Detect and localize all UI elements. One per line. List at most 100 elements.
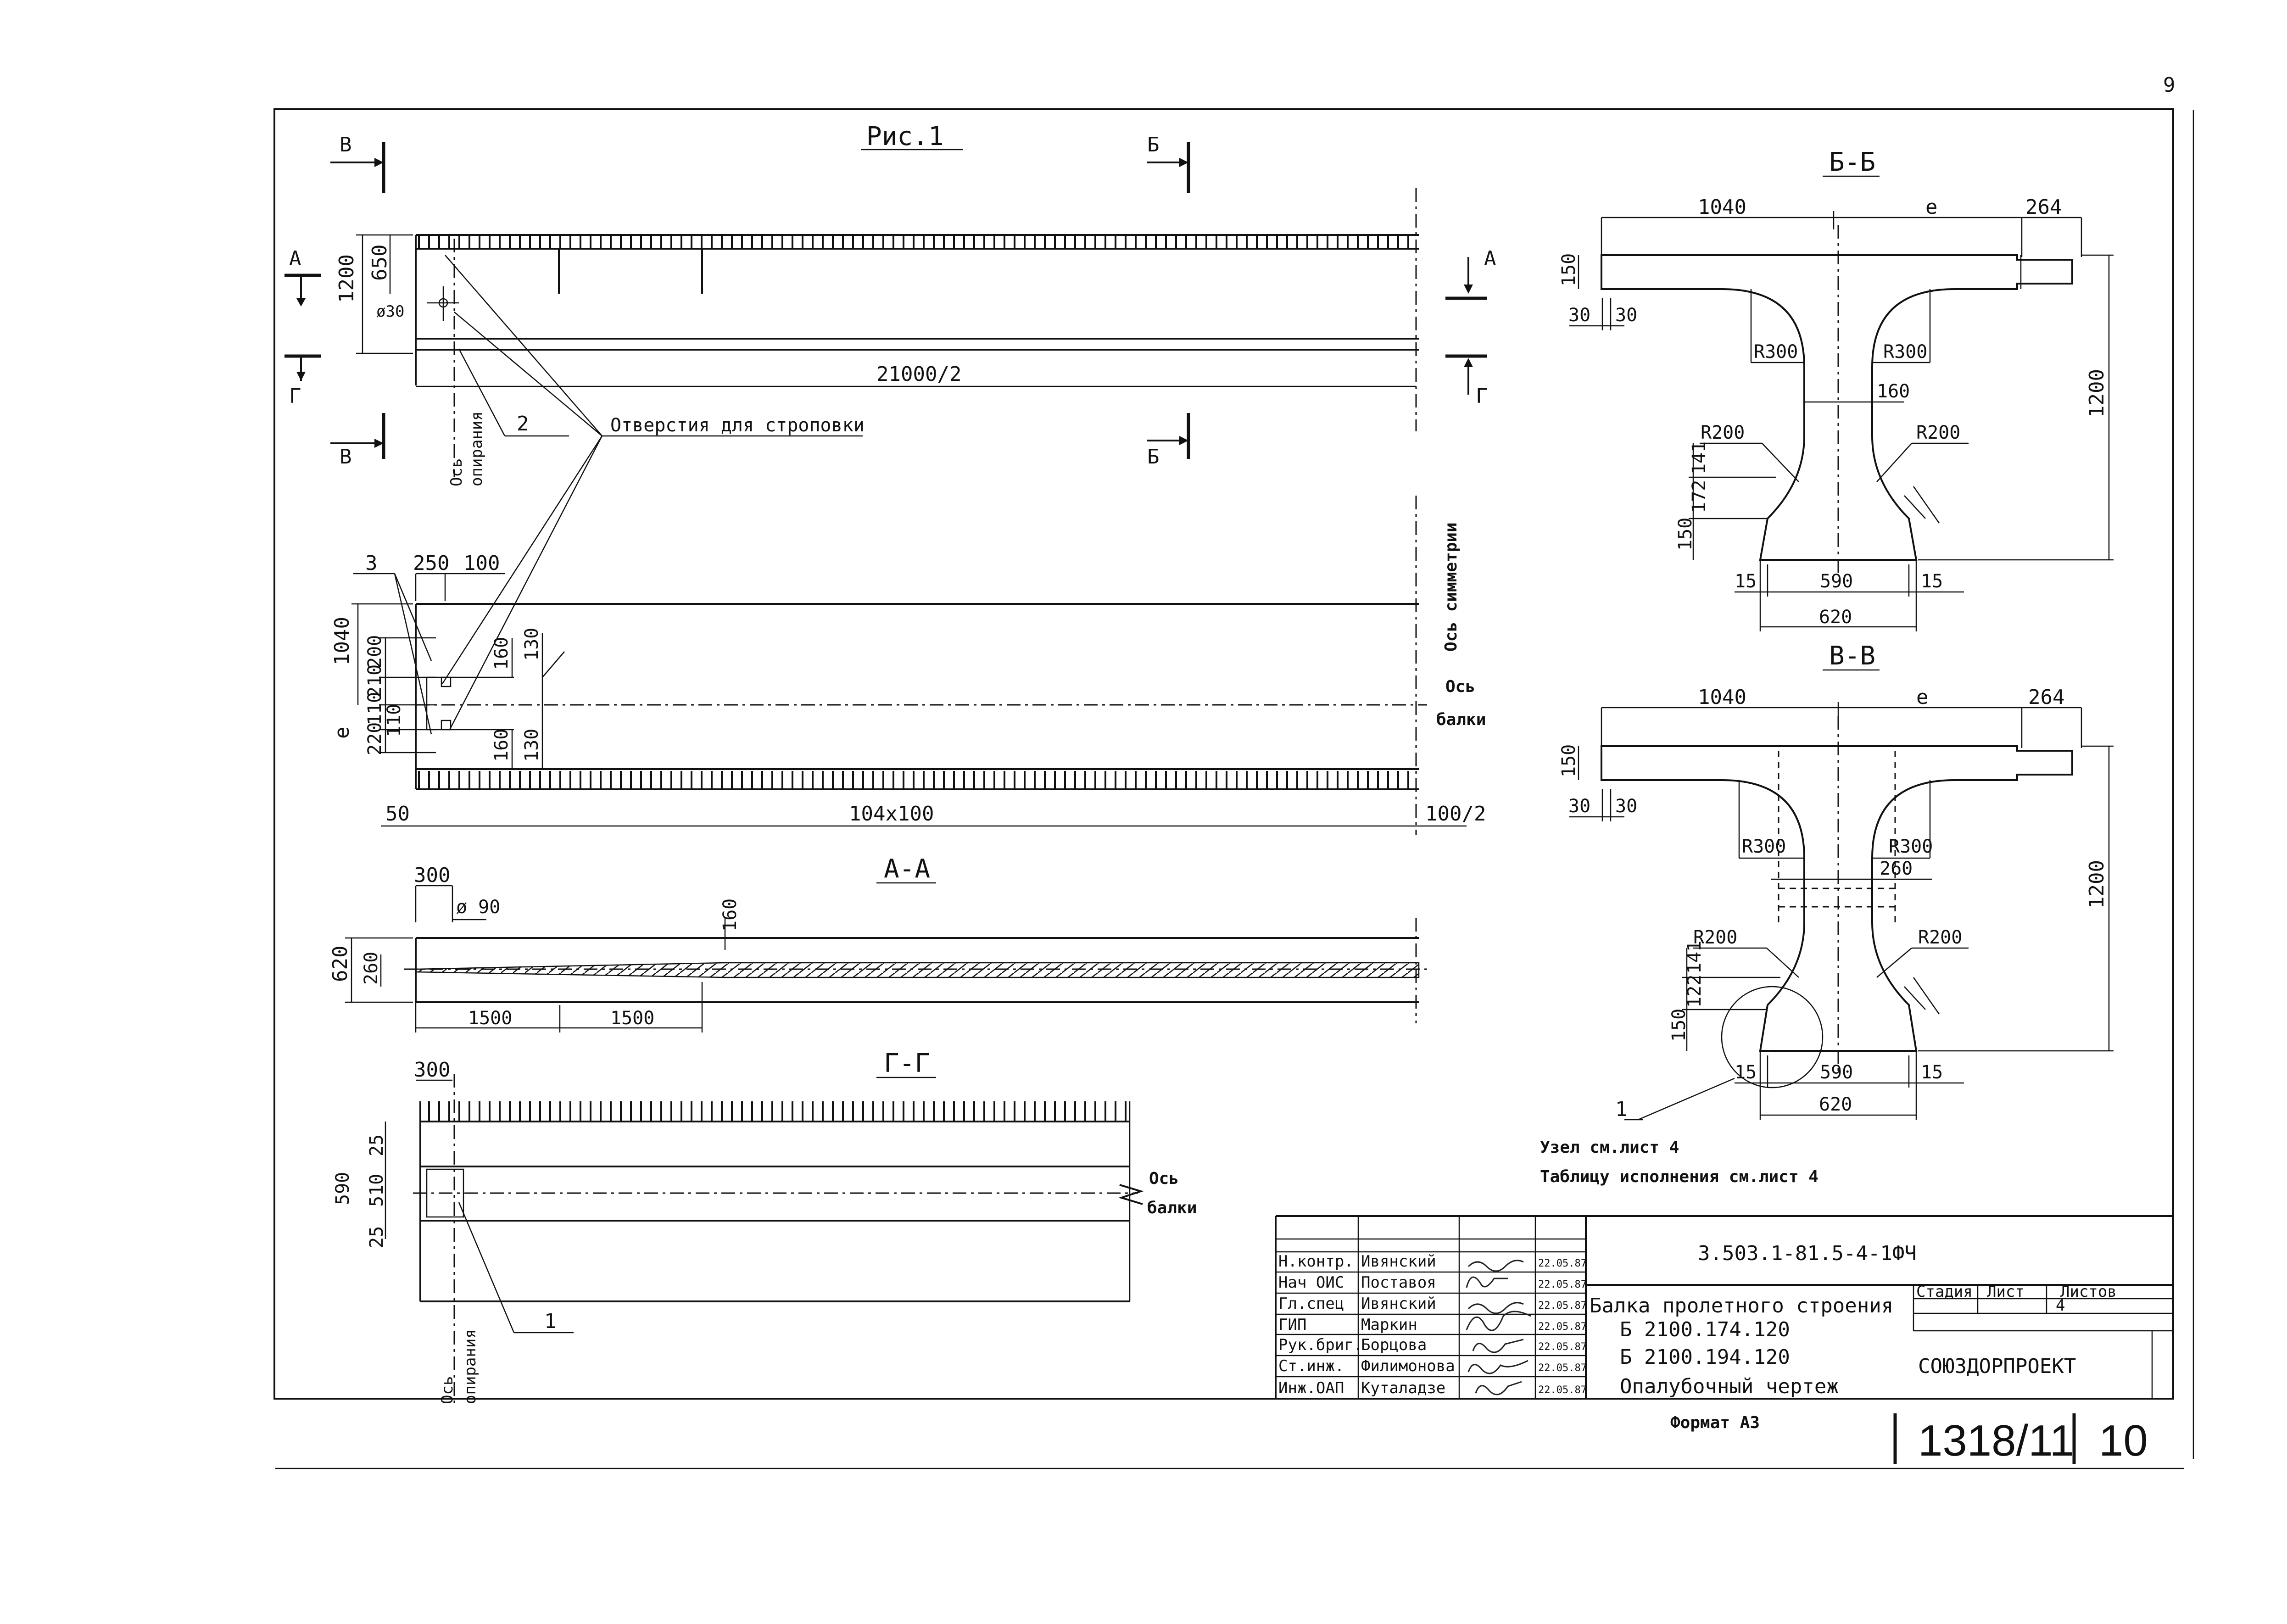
vv-dim-590: 590 [1820,1062,1853,1083]
callout-3: 3 [365,552,378,575]
row-role: Н.контр. [1278,1252,1354,1271]
row-date: 22.05.87 [1538,1258,1587,1269]
section-bb: Б-Б 1040 e 264 150 30 30 R300 R300 160 1… [1558,147,2114,631]
row-role: Инж.ОАП [1278,1379,1344,1397]
vv-dim-30a: 30 [1568,796,1590,817]
vv-r200a: R200 [1693,927,1737,948]
row-name: Ивянский [1361,1295,1436,1313]
gg-axis-support-2: опирания [461,1329,480,1404]
stamp-row: Рук.бриг. Борцова 22.05.87 [1278,1336,1587,1354]
dim-160a: 160 [491,637,512,670]
section-aa: А-А 300 ø 90 160 620 260 1500 1500 [329,854,1427,1032]
dim-510: 510 [366,1174,387,1207]
vv-dim-e: e [1916,686,1929,709]
row-role: Нач ОИС [1278,1273,1344,1292]
vv-dim-122: 122 [1684,975,1705,1008]
bb-dim-150b: 150 [1675,518,1696,551]
row-date: 22.05.87 [1538,1300,1587,1311]
cut-mark-a-left: А [289,247,301,270]
stamp-row: Инж.ОАП Куталадзе 22.05.87 [1278,1379,1587,1397]
dim-110b: 110 [384,704,405,737]
dim-260: 260 [361,952,382,985]
axis-beam-label-2: балки [1436,710,1486,729]
dim-100-2: 100/2 [1425,802,1486,826]
row-name: Филимонова [1361,1357,1455,1375]
holes-label: Отверстия для строповки [610,415,865,436]
bb-dim-1200: 1200 [2085,369,2109,418]
row-name: Поставоя [1361,1273,1436,1292]
vv-dim-15b: 15 [1921,1062,1943,1083]
stamp-row: Н.контр. Ивянский 22.05.87 [1278,1252,1587,1271]
dim-200: 200 [364,635,385,668]
dim-25a: 25 [366,1134,387,1156]
bb-r200a: R200 [1701,422,1745,443]
cut-mark-v-top: В [340,133,352,156]
row-date: 22.05.87 [1538,1362,1587,1374]
vv-dim-260: 260 [1880,858,1913,879]
row-date: 22.05.87 [1538,1279,1587,1290]
dim-160b: 160 [491,729,512,762]
dim-650: 650 [368,245,391,281]
section-bb-title: Б-Б [1829,147,1875,177]
vv-dim-620: 620 [1819,1094,1852,1115]
vv-dim-1040: 1040 [1698,686,1746,709]
dim-50: 50 [385,802,410,826]
dim-100: 100 [463,552,500,575]
bb-dim-141: 141 [1689,441,1710,474]
row-date: 22.05.87 [1538,1321,1587,1333]
axis-symmetry-label: Ось симметрии [1442,522,1461,652]
bb-dim-30b: 30 [1615,305,1637,326]
axis-support-label: Ось [447,458,466,486]
title-line-1: Балка пролетного строения [1590,1294,1893,1317]
dim-1200: 1200 [335,254,358,303]
vv-dim-264: 264 [2028,686,2064,709]
row-role: Ст.инж. [1278,1357,1344,1375]
cut-mark-g-left: Г [289,385,301,408]
row-name: Ивянский [1361,1252,1436,1271]
row-role: Гл.спец [1278,1295,1344,1313]
section-vv-title: В-В [1829,641,1875,671]
page-number: 9 [2163,73,2175,97]
dim-620: 620 [329,946,352,982]
note-uzel: Узел см.лист 4 [1540,1138,1679,1157]
bb-dim-1040: 1040 [1698,195,1746,219]
sheet-value: 4 [2056,1296,2065,1315]
row-name: Куталадзе [1361,1379,1445,1397]
bb-dim-160: 160 [1877,381,1910,402]
title-line-3: Б 2100.194.120 [1620,1345,1790,1369]
callout-2: 2 [517,412,529,435]
vv-callout-1: 1 [1615,1098,1628,1121]
title-block: 3.503.1-81.5-4-1ФЧ Н.контр. Ивянский 22.… [1275,1215,2173,1465]
stamp-row: ГИП Маркин 22.05.87 [1278,1316,1587,1334]
gg-axis-support: Ось [438,1376,457,1404]
dim-104x100: 104x100 [849,802,934,826]
row-name: Борцова [1361,1336,1427,1354]
dim-1500b: 1500 [610,1008,654,1029]
section-gg-title: Г-Г [884,1049,930,1078]
section-aa-title: А-А [884,854,930,884]
signatures [1466,1260,1531,1395]
dim-dia30: ø30 [376,302,404,321]
dim-160: 160 [720,899,741,932]
dim-130b: 130 [521,729,542,762]
dim-590: 590 [332,1172,353,1205]
dim-300-gg: 300 [414,1058,450,1082]
vv-r300a: R300 [1742,836,1786,857]
row-role: ГИП [1278,1316,1306,1334]
dim-210: 210 [364,664,385,698]
figure-title: Рис.1 [866,122,944,151]
bb-r300a: R300 [1754,341,1798,363]
dim-130a: 130 [521,628,542,661]
archive-sheet: 10 [2099,1416,2148,1465]
col-sheet: Лист [1987,1283,2025,1301]
bb-dim-e: e [1925,195,1938,219]
col-sheets: Листов [2060,1283,2117,1301]
bb-dim-590: 590 [1820,571,1853,592]
row-date: 22.05.87 [1538,1384,1587,1396]
title-line-2: Б 2100.174.120 [1620,1318,1790,1341]
cut-mark-b-bottom: Б [1147,445,1160,469]
dim-250: 250 [413,552,449,575]
row-name: Маркин [1361,1316,1417,1334]
dim-220: 220 [364,722,385,755]
